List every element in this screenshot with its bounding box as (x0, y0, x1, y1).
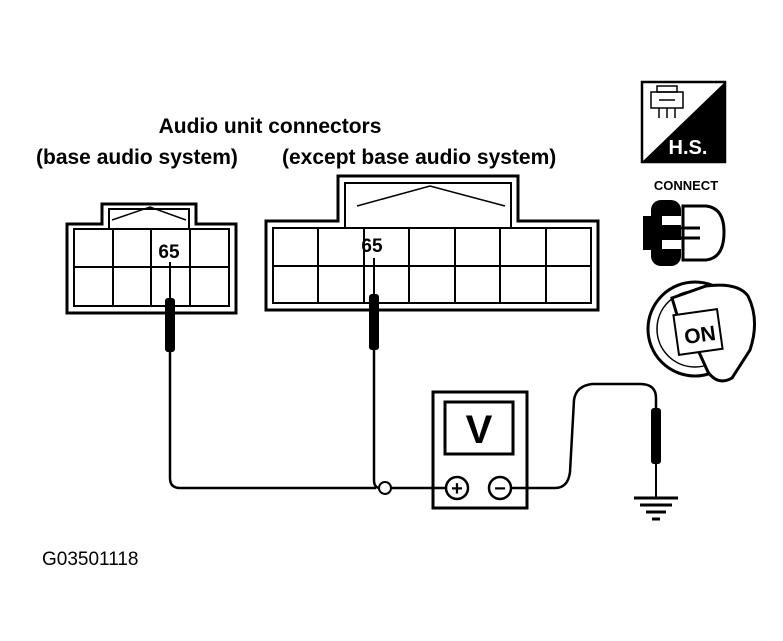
voltmeter-display-label: V (466, 408, 493, 452)
right-connector: 65 (264, 174, 600, 312)
test-lead-wires (168, 350, 658, 495)
wire-junction (378, 481, 392, 495)
positive-terminal-label: + (451, 478, 463, 500)
diagram-title: Audio unit connectors (159, 115, 382, 138)
ground-icon (634, 496, 678, 521)
negative-terminal (487, 475, 513, 501)
connector-glyph-icon (650, 85, 684, 118)
right-probe (369, 258, 379, 350)
left-probe (165, 262, 175, 352)
left-pin-number: 65 (158, 242, 180, 263)
right-connector-cavities (272, 227, 592, 304)
connect-icon: CONNECT (643, 178, 726, 266)
harness-side-label: H.S. (669, 137, 708, 159)
negative-terminal-label: − (494, 478, 506, 500)
left-connector-cavities (73, 228, 230, 307)
right-connector-label: (except base audio system) (282, 146, 556, 169)
ignition-on-icon: ON (646, 280, 756, 383)
ground-probe (651, 408, 661, 498)
positive-terminal (444, 475, 470, 501)
left-connector-label: (base audio system) (36, 146, 238, 169)
ignition-on-label: ON (683, 322, 717, 349)
right-pin-number: 65 (361, 236, 383, 257)
harness-side-icon: H.S. (640, 80, 727, 164)
connect-label: CONNECT (654, 178, 718, 193)
left-connector: 65 (65, 202, 238, 315)
voltmeter: V + − (431, 390, 529, 510)
figure-code: G03501118 (42, 549, 139, 570)
voltmeter-display (443, 400, 515, 456)
